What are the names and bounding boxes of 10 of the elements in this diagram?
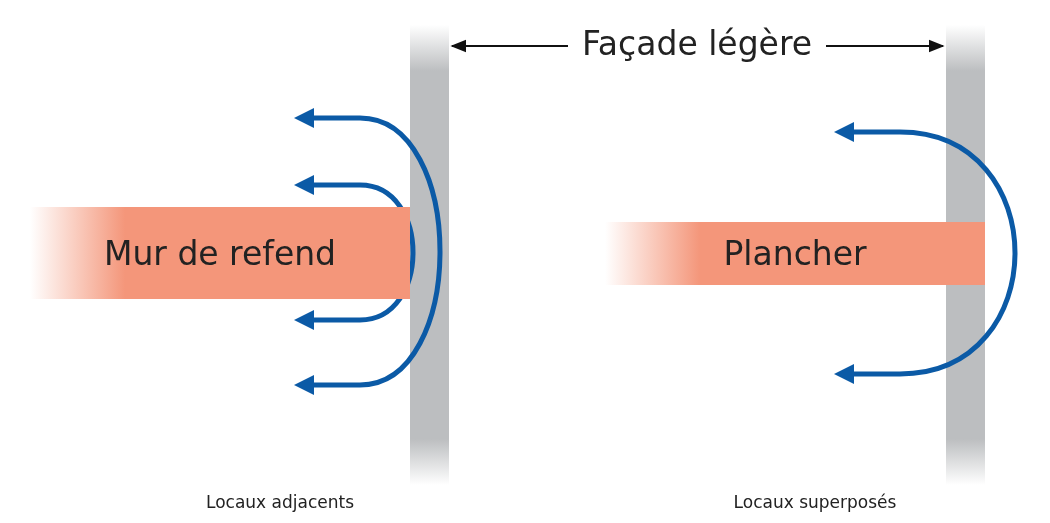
flanking-arrow (834, 122, 1018, 384)
wall-band (30, 207, 410, 299)
caption-label: Locaux adjacents (206, 492, 354, 512)
band-label: Plancher (723, 234, 867, 273)
caption-label: Locaux superposés (733, 492, 897, 512)
wall-band (605, 222, 985, 285)
dimension-label: Façade légère (581, 24, 813, 63)
band-label: Mur de refend (103, 233, 337, 273)
flanking-arrow (294, 175, 416, 330)
flanking-arrow (294, 108, 443, 395)
